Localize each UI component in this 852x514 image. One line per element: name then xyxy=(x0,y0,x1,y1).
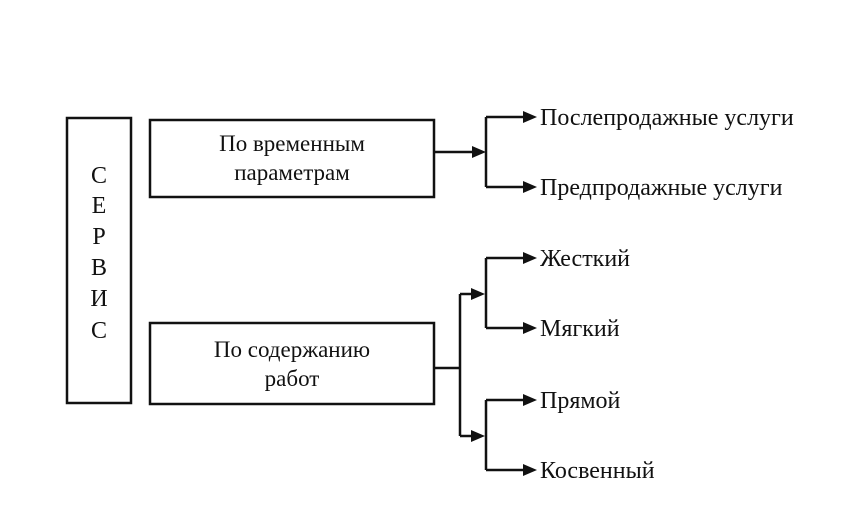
arrowhead xyxy=(471,288,485,300)
arrowhead xyxy=(472,146,486,158)
leaf-label: Жесткий xyxy=(540,246,630,272)
root-letter: И xyxy=(90,286,107,312)
root-letter: С xyxy=(91,318,107,344)
category-label-line: параметрам xyxy=(234,160,350,185)
category-label-line: По временным xyxy=(219,131,365,156)
leaf-label: Косвенный xyxy=(540,458,655,484)
arrowhead xyxy=(523,111,537,123)
category-label-line: работ xyxy=(265,366,320,391)
root-letter: Е xyxy=(92,193,107,219)
root-letter: Р xyxy=(92,224,105,250)
root-letter: С xyxy=(91,163,107,189)
category-box xyxy=(148,118,436,199)
arrowhead xyxy=(471,430,485,442)
arrowhead xyxy=(523,322,537,334)
leaf-label: Прямой xyxy=(540,388,621,414)
category-content-node: По содержанию работ xyxy=(148,321,436,406)
leaf-label: Послепродажные услуги xyxy=(540,105,794,131)
arrowhead xyxy=(523,394,537,406)
category-time-node: По временным параметрам xyxy=(148,118,436,199)
arrowhead xyxy=(523,464,537,476)
leaf-labels: Послепродажные услуги Предпродажные услу… xyxy=(540,105,794,484)
category-label-line: По содержанию xyxy=(214,337,370,362)
category-box xyxy=(148,321,436,406)
arrowhead xyxy=(523,252,537,264)
root-node: С Е Р В И С xyxy=(65,116,133,405)
root-letter: В xyxy=(91,255,107,281)
connector-category-time xyxy=(434,111,537,193)
root-box xyxy=(65,116,133,405)
connector-category-content xyxy=(434,252,537,476)
arrowhead xyxy=(523,181,537,193)
leaf-label: Мягкий xyxy=(540,316,620,342)
leaf-label: Предпродажные услуги xyxy=(540,175,783,201)
